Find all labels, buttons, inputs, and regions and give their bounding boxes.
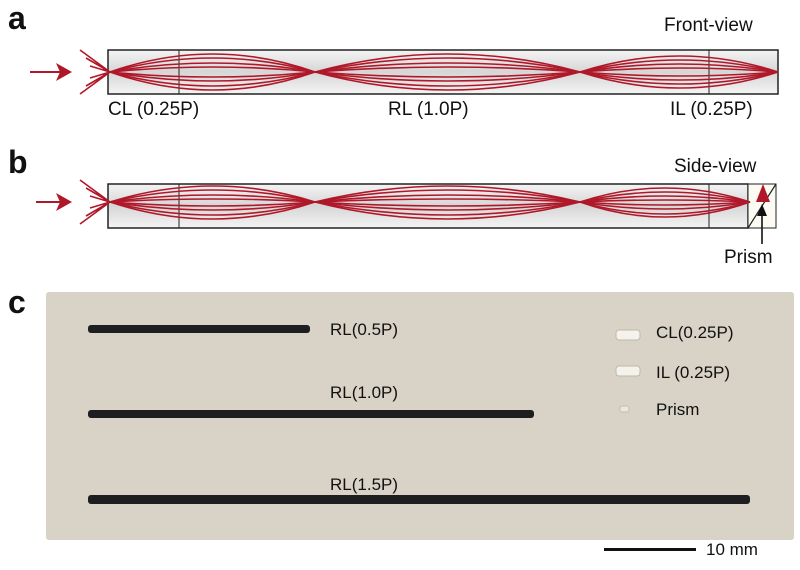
prism-piece (619, 405, 630, 413)
ray-bundle-b (79, 179, 751, 225)
il-label-c: IL (0.25P) (656, 363, 731, 382)
side-view-label: Side-view (674, 156, 757, 177)
prism-label-b: Prism (724, 247, 773, 268)
panel-a-letter: a (8, 0, 26, 36)
cl-piece (615, 329, 641, 341)
side-view-diagram (36, 179, 777, 244)
il-label-a: IL (0.25P) (670, 99, 753, 120)
reflected-ray-tip (756, 184, 770, 202)
rl-label-a: RL (1.0P) (388, 99, 469, 120)
prism-pointer-arrow (757, 204, 767, 244)
panel-c-letter: c (8, 284, 26, 320)
rod-label-0-5p: RL(0.5P) (330, 320, 399, 339)
rod-label-1-0p: RL(1.0P) (330, 383, 399, 402)
scale-bar-label: 10 mm (706, 540, 758, 559)
lens-photo (46, 292, 794, 540)
scale-bar (604, 548, 696, 551)
panel-b-letter: b (8, 144, 28, 180)
il-piece (615, 365, 641, 377)
rod-label-1-5p: RL(1.5P) (330, 475, 399, 494)
input-arrow-b (36, 193, 72, 211)
front-view-label: Front-view (664, 15, 753, 36)
ray-bundle-a (79, 49, 779, 95)
cl-label-a: CL (0.25P) (108, 99, 200, 120)
front-view-diagram (30, 49, 779, 95)
input-arrow-a (30, 63, 72, 81)
rod-1-0p (88, 410, 534, 418)
rod-1-5p (88, 495, 750, 504)
prism-label-c: Prism (656, 400, 700, 419)
rod-0-5p (88, 325, 310, 333)
cl-label-c: CL(0.25P) (656, 323, 734, 342)
photo-rods (88, 325, 750, 504)
